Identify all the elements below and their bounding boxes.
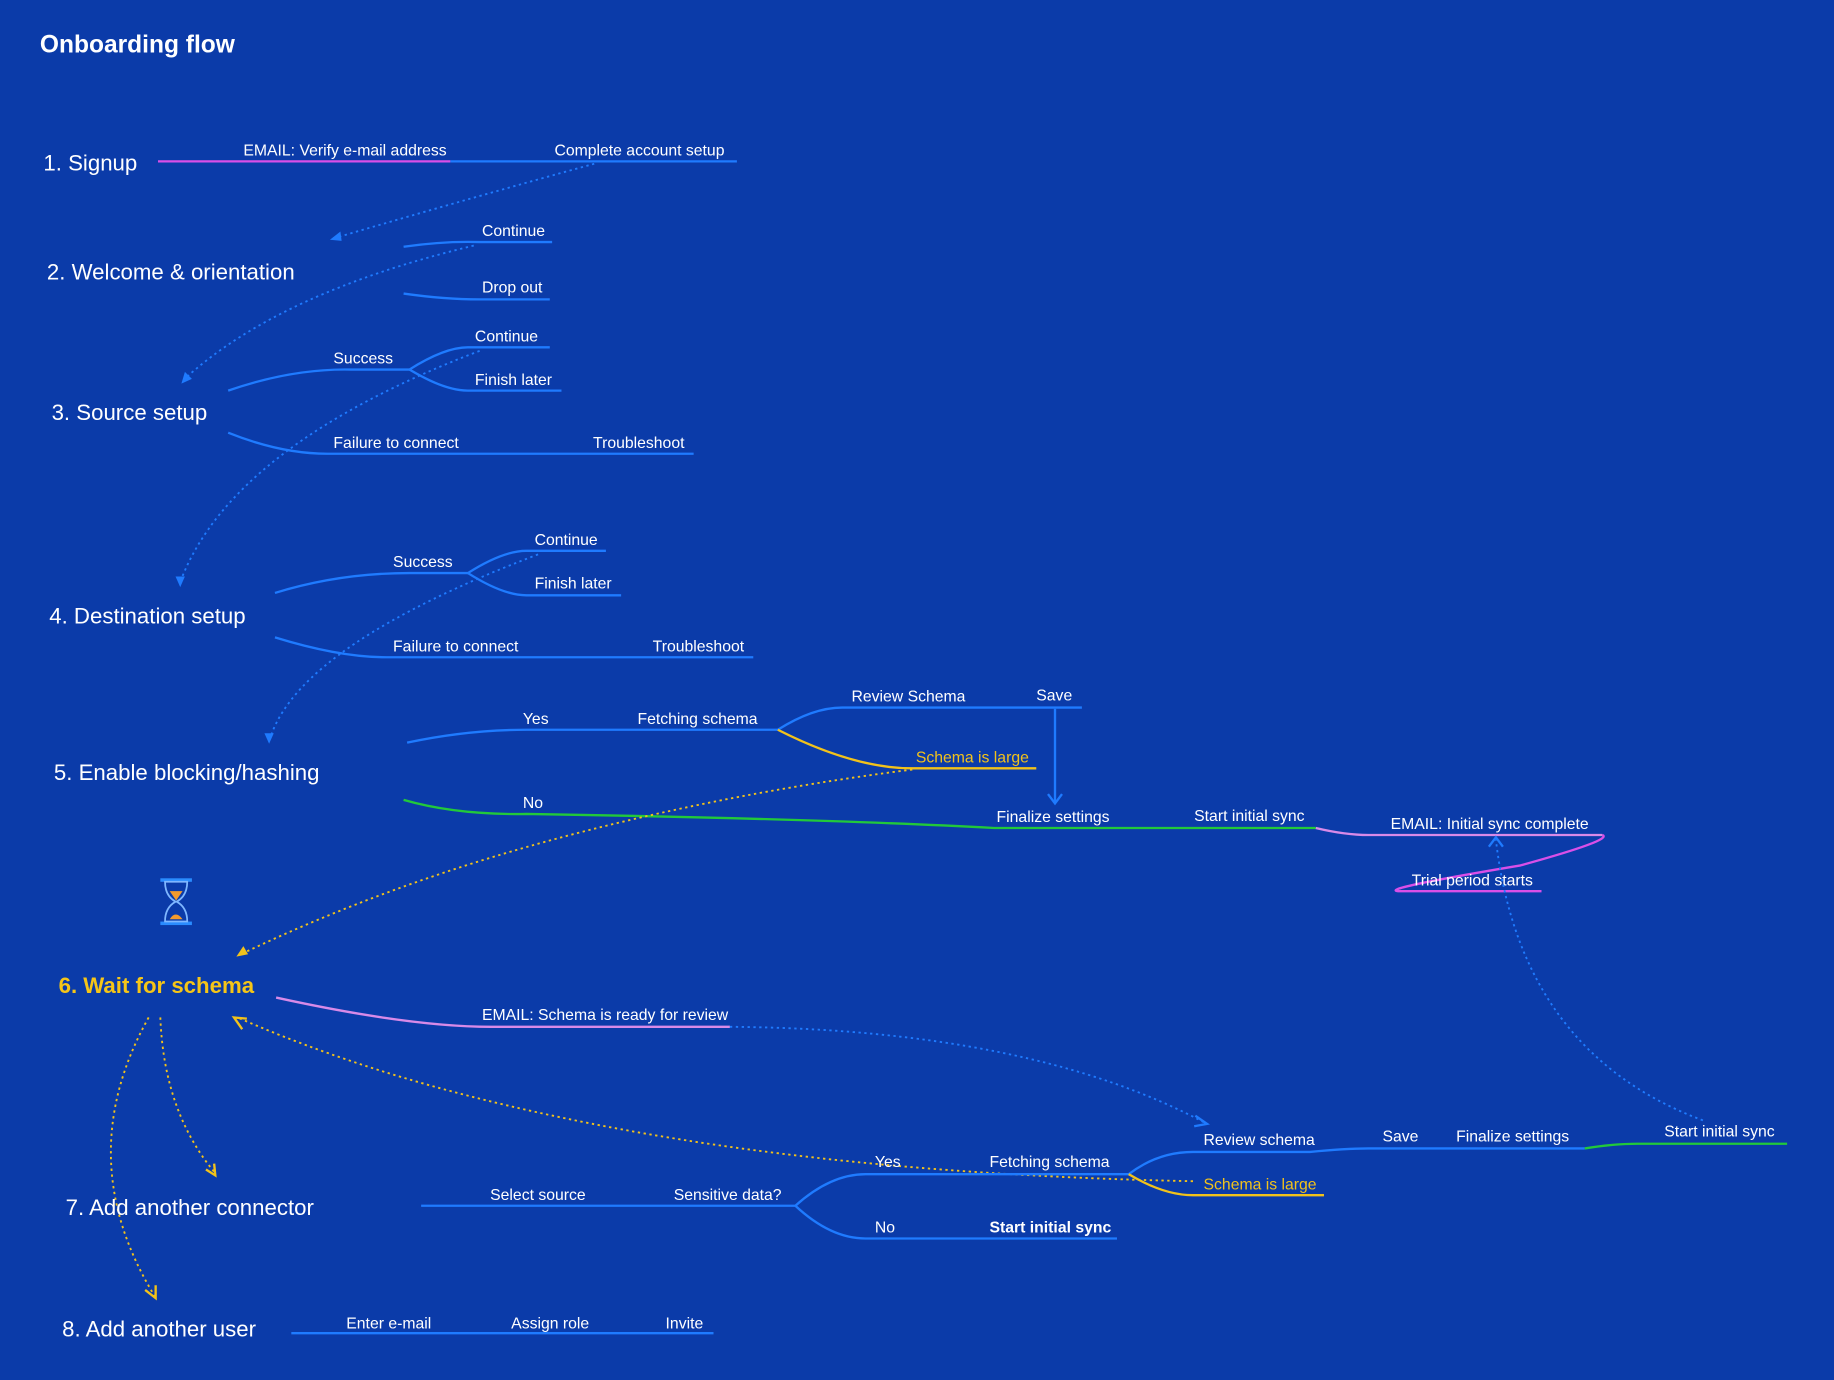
edge-label: Trial period starts (1412, 872, 1533, 889)
edge-label: Success (333, 351, 393, 368)
edge-label: Save (1382, 1128, 1418, 1145)
email-line (275, 996, 730, 1028)
arrow-head-icon (1047, 793, 1063, 806)
step-blocking: 5. Enable blocking/hashing Yes Fetching … (54, 688, 1605, 957)
edge-label: Finalize settings (997, 809, 1110, 826)
flow-line (794, 1204, 1117, 1240)
schema-large-line (777, 728, 1037, 770)
flow-line (403, 240, 553, 248)
email-line (1394, 833, 1605, 893)
step-label: 2. Welcome & orientation (47, 260, 295, 285)
edge-label: Select source (490, 1187, 586, 1204)
step-destination: 4. Destination setup Success Continue Fi… (49, 532, 754, 744)
edge-label: Start initial sync (990, 1220, 1112, 1237)
edge-label: Finalize settings (1456, 1128, 1569, 1145)
edge-label: Finish later (475, 372, 552, 389)
edge-label: Failure to connect (333, 435, 459, 452)
step-label: 6. Wait for schema (59, 973, 255, 998)
step-label: 5. Enable blocking/hashing (54, 760, 320, 785)
dotted-arrow (109, 1017, 156, 1297)
flow-line (467, 572, 622, 597)
flow-line (403, 292, 550, 301)
edge-label: Continue (475, 328, 538, 345)
edge-label: Sensitive data? (674, 1187, 782, 1204)
arrow-head-icon (181, 371, 192, 384)
flow-line (274, 549, 606, 595)
schema-large-line (1128, 1173, 1324, 1197)
step-label: 8. Add another user (62, 1317, 257, 1342)
flow-line (421, 1147, 1585, 1207)
edge-label: Review Schema (852, 689, 966, 706)
edge-label: Start initial sync (1194, 808, 1305, 825)
edge-label: Drop out (482, 279, 543, 296)
edge-label: Continue (535, 532, 598, 549)
edge-label: Schema is large (1204, 1176, 1317, 1193)
arrow-head-icon (175, 576, 185, 588)
dotted-arrow (180, 349, 480, 580)
edge-label: Assign role (511, 1316, 589, 1333)
step-wait-schema: 6. Wait for schema EMAIL: Schema is read… (59, 973, 1211, 1301)
edge-label: Start initial sync (1664, 1124, 1775, 1141)
arrow-head-icon (329, 231, 342, 241)
edge-label: Yes (523, 711, 549, 728)
edge-label: No (875, 1220, 895, 1237)
edge-label: EMAIL: Verify e-mail address (243, 143, 446, 160)
arrow-head-icon (144, 1285, 157, 1301)
step-label: 4. Destination setup (49, 603, 245, 628)
edge-label: EMAIL: Schema is ready for review (482, 1007, 729, 1024)
happy-path-line (403, 798, 1316, 830)
edge-label: No (523, 795, 543, 812)
step-label: 7. Add another connector (66, 1195, 315, 1220)
flow-line (406, 706, 1082, 744)
step-add-connector: 7. Add another connector Select source S… (66, 835, 1788, 1240)
happy-path-line (1584, 1142, 1788, 1150)
arrow-head-icon (231, 1016, 247, 1030)
edge-label: Save (1036, 688, 1072, 705)
edge-label: Troubleshoot (593, 435, 685, 452)
edge-label: Failure to connect (393, 638, 519, 655)
edge-label: Continue (482, 223, 545, 240)
dotted-arrow (159, 1017, 215, 1173)
hourglass-icon (160, 878, 192, 926)
dotted-arrow (245, 768, 913, 953)
edge-label: Enter e-mail (346, 1316, 431, 1333)
step-welcome: 2. Welcome & orientation Continue Drop o… (47, 223, 553, 384)
edge-label: Complete account setup (554, 143, 724, 160)
arrow-head-icon (1193, 1114, 1211, 1128)
step-signup: 1. Signup EMAIL: Verify e-mail address C… (43, 143, 737, 241)
edge-label: Yes (875, 1154, 901, 1171)
arrow-head-icon (1487, 835, 1504, 848)
arrow-head-icon (236, 946, 249, 957)
step-label: 1. Signup (43, 151, 137, 176)
step-add-user: 8. Add another user Enter e-mail Assign … (62, 1316, 714, 1342)
flow-line (227, 431, 694, 455)
flow-line (227, 346, 550, 392)
dotted-arrow (186, 244, 474, 378)
edge-label: Review schema (1204, 1132, 1316, 1149)
step-source: 3. Source setup Success Continue Finish … (52, 328, 694, 588)
dotted-arrow (729, 1025, 1206, 1124)
arrow-head-icon (205, 1163, 217, 1178)
edge-label: EMAIL: Initial sync complete (1391, 816, 1589, 833)
flow-line (408, 368, 562, 392)
dotted-arrow (336, 162, 595, 239)
edge-label: Success (393, 554, 453, 571)
step-label: 3. Source setup (52, 400, 208, 425)
edge-label: Invite (666, 1316, 704, 1333)
flow-line (274, 636, 754, 659)
arrow-head-icon (264, 733, 274, 744)
page-title: Onboarding flow (40, 32, 236, 59)
edge-label: Schema is large (916, 750, 1029, 767)
edge-label: Finish later (535, 575, 612, 592)
edge-label: Troubleshoot (653, 638, 745, 655)
edge-label: Fetching schema (637, 711, 757, 728)
email-line (1315, 826, 1603, 837)
edge-label: Fetching schema (990, 1154, 1110, 1171)
